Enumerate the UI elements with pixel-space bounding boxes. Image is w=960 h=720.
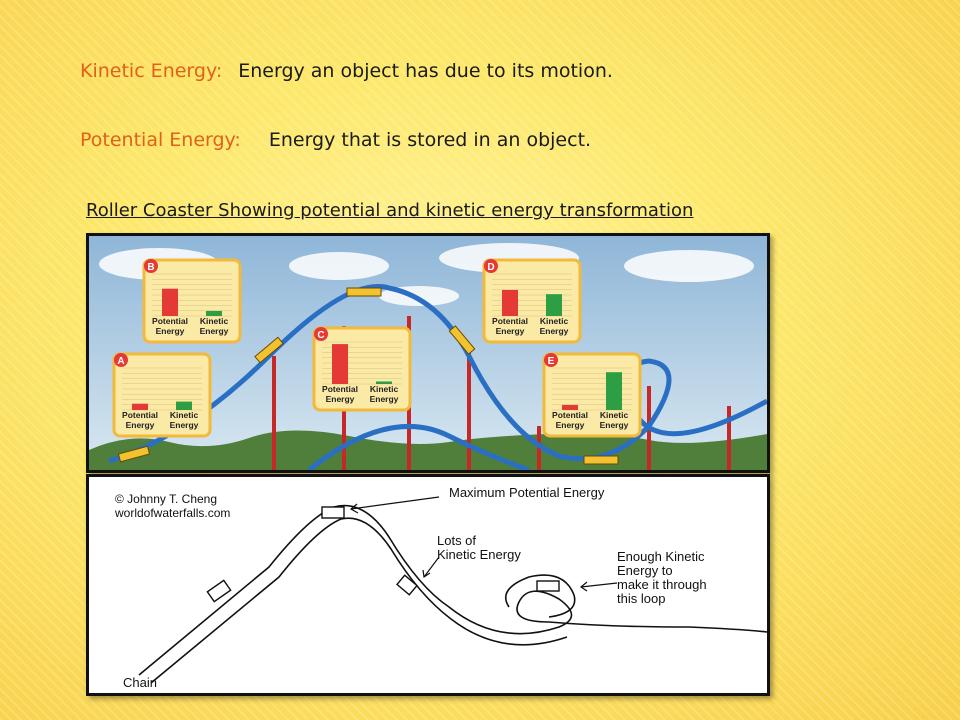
lots-kinetic-line2: Kinetic Energy <box>437 547 521 562</box>
kinetic-label: Kinetic <box>170 410 199 420</box>
sketch-arrows <box>349 496 618 592</box>
potential-bar <box>332 344 348 384</box>
kinetic-bar <box>376 381 392 384</box>
kinetic-bar <box>176 401 192 410</box>
panel-letter: B <box>147 262 154 273</box>
potential-label: Energy <box>156 326 185 336</box>
kinetic-label: Kinetic <box>540 316 569 326</box>
panel-badge <box>544 353 558 367</box>
energy-bar-panels: APotentialEnergyKineticEnergyBPotentialE… <box>112 258 642 438</box>
potential-label: Potential <box>122 410 158 420</box>
potential-energy-definition: Potential Energy: Energy that is stored i… <box>80 129 591 151</box>
potential-energy-text: Energy that is stored in an object. <box>268 129 592 151</box>
potential-label: Energy <box>126 420 155 430</box>
potential-label: Energy <box>496 326 525 336</box>
max-potential-label: Maximum Potential Energy <box>449 485 605 500</box>
panel-badge <box>314 327 328 341</box>
panel-letter: C <box>317 330 324 341</box>
kinetic-label: Energy <box>170 420 199 430</box>
potential-bar <box>502 289 518 316</box>
roller-coaster-svg: APotentialEnergyKineticEnergyBPotentialE… <box>89 236 767 470</box>
kinetic-bar <box>606 372 622 410</box>
potential-label: Potential <box>322 384 358 394</box>
kinetic-energy-term: Kinetic Energy: <box>80 60 223 82</box>
potential-label: Energy <box>556 420 585 430</box>
panel-badge <box>114 353 128 367</box>
panel-badge <box>484 259 498 273</box>
lots-kinetic-line1: Lots of <box>437 533 476 548</box>
potential-bar <box>162 288 178 316</box>
potential-label: Potential <box>552 410 588 420</box>
figure-caption: Roller Coaster Showing potential and kin… <box>86 200 694 221</box>
potential-label: Potential <box>492 316 528 326</box>
chain-label: Chain <box>123 675 157 690</box>
panel-letter: E <box>548 356 555 367</box>
sketch-copyright: © Johnny T. Cheng <box>115 492 217 506</box>
panel-badge <box>144 259 158 273</box>
panel-letter: A <box>117 356 124 367</box>
kinetic-bar <box>206 310 222 316</box>
enough-line4: this loop <box>617 591 665 606</box>
enough-line3: make it through <box>617 577 707 592</box>
kinetic-label: Energy <box>200 326 229 336</box>
sketch-site: worldofwaterfalls.com <box>114 506 230 520</box>
potential-bar <box>562 404 578 410</box>
kinetic-bar <box>546 294 562 316</box>
kinetic-label: Kinetic <box>370 384 399 394</box>
potential-energy-term: Potential Energy: <box>80 129 241 151</box>
kinetic-label: Energy <box>600 420 629 430</box>
kinetic-label: Kinetic <box>600 410 629 420</box>
coaster-sketch-svg: © Johnny T. Cheng worldofwaterfalls.com … <box>89 477 767 693</box>
panel-letter: D <box>487 262 494 273</box>
coaster-cars <box>117 287 619 465</box>
potential-label: Energy <box>326 394 355 404</box>
enough-line2: Energy to <box>617 563 673 578</box>
coaster-sketch: © Johnny T. Cheng worldofwaterfalls.com … <box>86 474 770 696</box>
kinetic-label: Kinetic <box>200 316 229 326</box>
kinetic-label: Energy <box>370 394 399 404</box>
potential-bar <box>132 403 148 410</box>
sketch-cars <box>206 506 560 603</box>
kinetic-energy-text: Energy an object has due to its motion. <box>238 60 613 82</box>
kinetic-energy-definition: Kinetic Energy: Energy an object has due … <box>80 60 613 82</box>
potential-label: Potential <box>152 316 188 326</box>
kinetic-label: Energy <box>540 326 569 336</box>
enough-line1: Enough Kinetic <box>617 549 705 564</box>
